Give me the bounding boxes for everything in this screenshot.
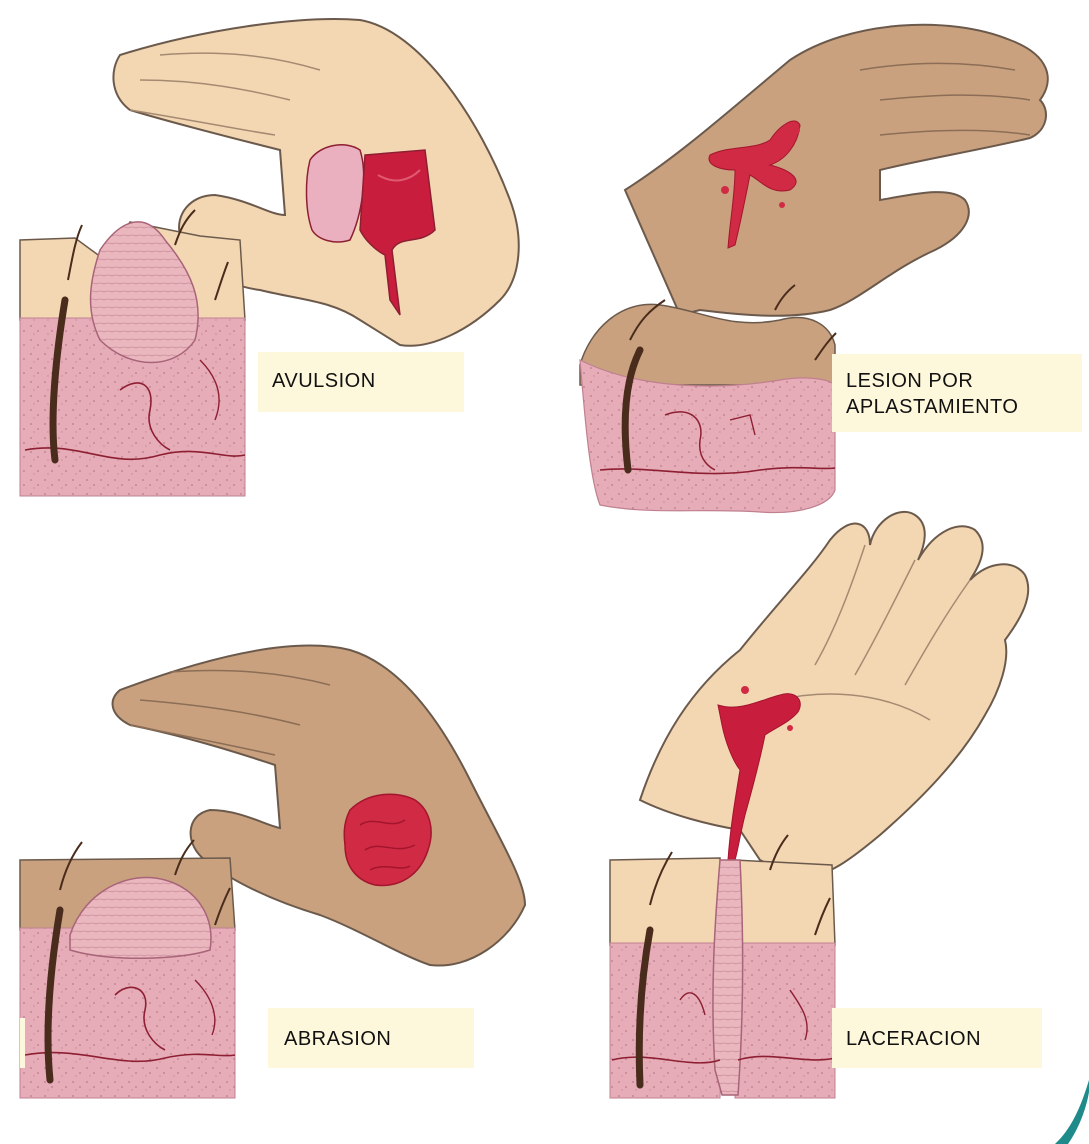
abrasion-label-text: ABRASION [284,1026,474,1052]
avulsion-panel [20,19,519,496]
dark-hand-crush [625,25,1048,316]
skin-block-crush [580,285,836,513]
abrasion-label: ABRASION [268,1008,474,1068]
laceration-label-text: LACERACION [846,1026,1042,1052]
crush-panel [580,25,1048,513]
skin-block-abrasion [20,840,235,1098]
laceration-label: LACERACION [832,1008,1042,1068]
avulsion-label-text: AVULSION [272,368,464,394]
skin-block-laceration [610,835,835,1098]
crush-injury-label: LESION POR APLASTAMIENTO [832,354,1082,432]
label-edge-tab [20,1018,25,1068]
skin-block-avulsion [20,210,245,496]
crush-injury-label-line-1: LESION POR [846,368,1082,394]
corner-accent [1055,1080,1089,1144]
light-hand-laceration [640,512,1028,880]
crush-injury-label-line-2: APLASTAMIENTO [846,394,1082,420]
avulsion-label: AVULSION [258,352,464,412]
